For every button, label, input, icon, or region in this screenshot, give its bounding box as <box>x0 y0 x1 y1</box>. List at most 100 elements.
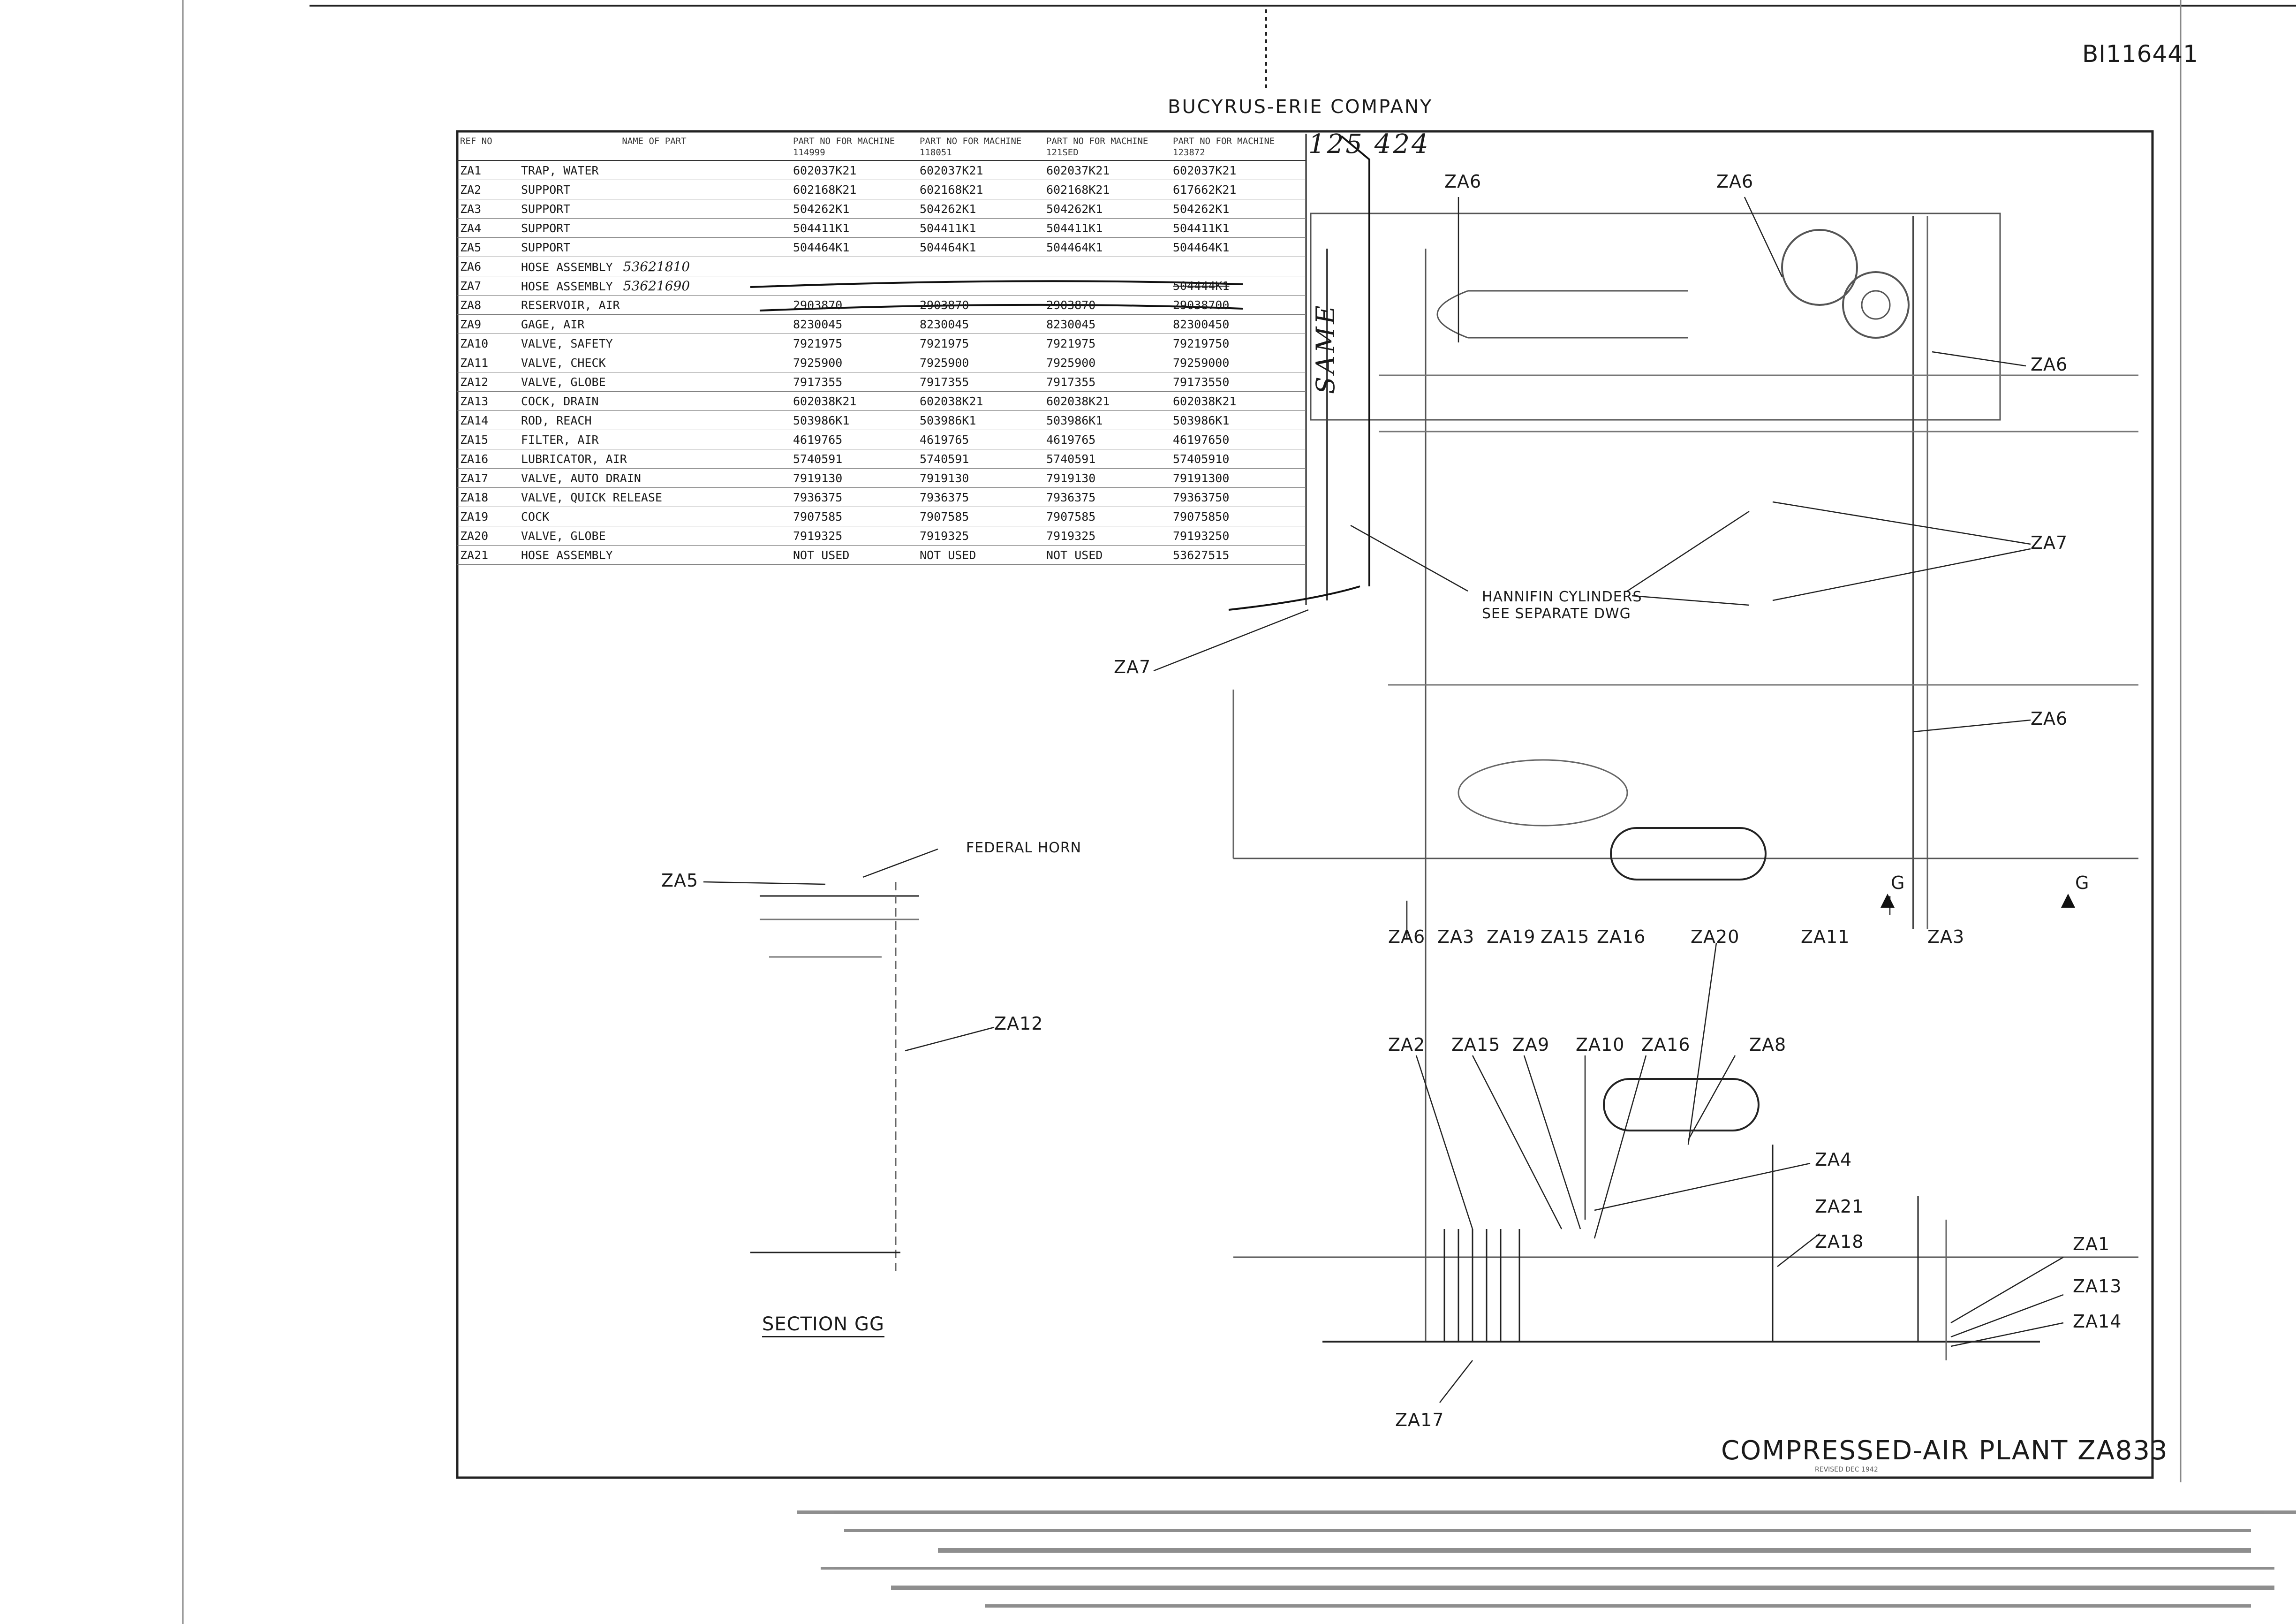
part-121sed-cell: 5740591 <box>1043 449 1170 469</box>
hw-bracket <box>1340 135 1370 586</box>
callout-row2-za10: ZA10 <box>1576 1034 1625 1055</box>
part-118051-cell <box>917 257 1043 276</box>
ref-cell: ZA3 <box>457 199 518 219</box>
name-cell: VALVE, CHECK <box>518 353 790 372</box>
name-cell: SUPPORT <box>518 218 790 238</box>
part-114999-cell: 602168K21 <box>790 180 917 199</box>
part-118051-cell <box>917 276 1043 296</box>
header-part-121sed: PART NO FOR MACHINE 121SED <box>1043 134 1170 161</box>
callout-row1-za20: ZA20 <box>1691 926 1740 947</box>
callout-row2-za9: ZA9 <box>1512 1034 1550 1055</box>
note-hannifin-line1: HANNIFIN CYLINDERS <box>1482 589 1642 605</box>
part-114999-cell: 2903870 <box>790 295 917 315</box>
part-114999-cell: 7917355 <box>790 372 917 392</box>
part-114999-cell: NOT USED <box>790 545 917 565</box>
part-121sed-cell: 602038K21 <box>1043 391 1170 411</box>
name-cell: SUPPORT <box>518 237 790 257</box>
part-121sed-cell: 7921975 <box>1043 334 1170 353</box>
part-118051-cell: 7917355 <box>917 372 1043 392</box>
part-123872-cell: 82300450 <box>1170 314 1306 334</box>
name-cell: COCK, DRAIN <box>518 391 790 411</box>
header-part-118051: PART NO FOR MACHINE 118051 <box>917 134 1043 161</box>
part-123872-cell: 79191300 <box>1170 468 1306 488</box>
part-114999-cell: 504262K1 <box>790 199 917 219</box>
ref-cell: ZA19 <box>457 507 518 526</box>
callout-za1: ZA1 <box>2073 1234 2110 1254</box>
part-121sed-cell <box>1043 257 1170 276</box>
part-118051-cell: 7925900 <box>917 353 1043 372</box>
part-118051-cell: 7919130 <box>917 468 1043 488</box>
part-121sed-cell: 504262K1 <box>1043 199 1170 219</box>
part-123872-cell: 504464K1 <box>1170 237 1306 257</box>
part-114999-cell: 7925900 <box>790 353 917 372</box>
ref-cell: ZA15 <box>457 430 518 449</box>
ref-cell: ZA7 <box>457 276 518 296</box>
part-114999-cell: 8230045 <box>790 314 917 334</box>
parts-table: REF NO NAME OF PART PART NO FOR MACHINE … <box>457 134 1306 565</box>
name-cell: COCK <box>518 507 790 526</box>
part-121sed-cell: 7907585 <box>1043 507 1170 526</box>
part-118051-cell: 7921975 <box>917 334 1043 353</box>
upper-machine-outline <box>1310 212 2001 421</box>
part-123872-cell: 57405910 <box>1170 449 1306 469</box>
callout-za13: ZA13 <box>2073 1276 2122 1297</box>
callout-za21: ZA21 <box>1815 1196 1864 1217</box>
ref-cell: ZA13 <box>457 391 518 411</box>
callout-row1-za19: ZA19 <box>1487 926 1536 947</box>
part-123872-cell: 602037K21 <box>1170 160 1306 180</box>
part-123872-cell: 79259000 <box>1170 353 1306 372</box>
document-id: BI116441 <box>2082 40 2198 68</box>
header-name: NAME OF PART <box>518 134 790 161</box>
drawing-frame <box>456 130 2154 1479</box>
part-123872-cell: 46197650 <box>1170 430 1306 449</box>
part-123872-cell: 79193250 <box>1170 526 1306 546</box>
part-121sed-cell: 7925900 <box>1043 353 1170 372</box>
name-cell: TRAP, WATER <box>518 160 790 180</box>
part-118051-cell: 602037K21 <box>917 160 1043 180</box>
part-114999-cell: 504464K1 <box>790 237 917 257</box>
ref-cell: ZA16 <box>457 449 518 469</box>
ref-cell: ZA10 <box>457 334 518 353</box>
scan-noise <box>797 1510 2296 1608</box>
section-g-right: G <box>2075 873 2090 893</box>
part-118051-cell: 504464K1 <box>917 237 1043 257</box>
callout-za17: ZA17 <box>1395 1410 1444 1430</box>
name-cell: RESERVOIR, AIR <box>518 295 790 315</box>
callout-za6-d: ZA6 <box>2031 708 2068 729</box>
part-114999-cell: 7921975 <box>790 334 917 353</box>
part-118051-cell: 503986K1 <box>917 410 1043 430</box>
callout-row1-za11: ZA11 <box>1801 926 1850 947</box>
part-121sed-cell: 7917355 <box>1043 372 1170 392</box>
part-118051-cell: 504411K1 <box>917 218 1043 238</box>
section-g-left: G <box>1891 873 1905 893</box>
callout-row1-za3-right: ZA3 <box>1927 926 1965 947</box>
part-123872-cell: 602038K21 <box>1170 391 1306 411</box>
part-118051-cell: 5740591 <box>917 449 1043 469</box>
part-name-text: HOSE ASSEMBLY <box>521 279 613 293</box>
part-114999-cell: 7919325 <box>790 526 917 546</box>
part-name-text: HOSE ASSEMBLY <box>521 260 613 274</box>
part-123872-cell: 504444K1 <box>1170 276 1306 296</box>
part-123872-cell: 503986K1 <box>1170 410 1306 430</box>
ref-cell: ZA2 <box>457 180 518 199</box>
part-118051-cell: 602038K21 <box>917 391 1043 411</box>
part-121sed-cell: 504411K1 <box>1043 218 1170 238</box>
part-118051-cell: 4619765 <box>917 430 1043 449</box>
name-cell: LUBRICATOR, AIR <box>518 449 790 469</box>
handwritten-machine-number: 125 424 <box>1308 129 1430 159</box>
header-ref: REF NO <box>457 134 518 161</box>
callout-row1-za15: ZA15 <box>1541 926 1590 947</box>
part-121sed-cell: 7919325 <box>1043 526 1170 546</box>
name-cell: VALVE, GLOBE <box>518 372 790 392</box>
